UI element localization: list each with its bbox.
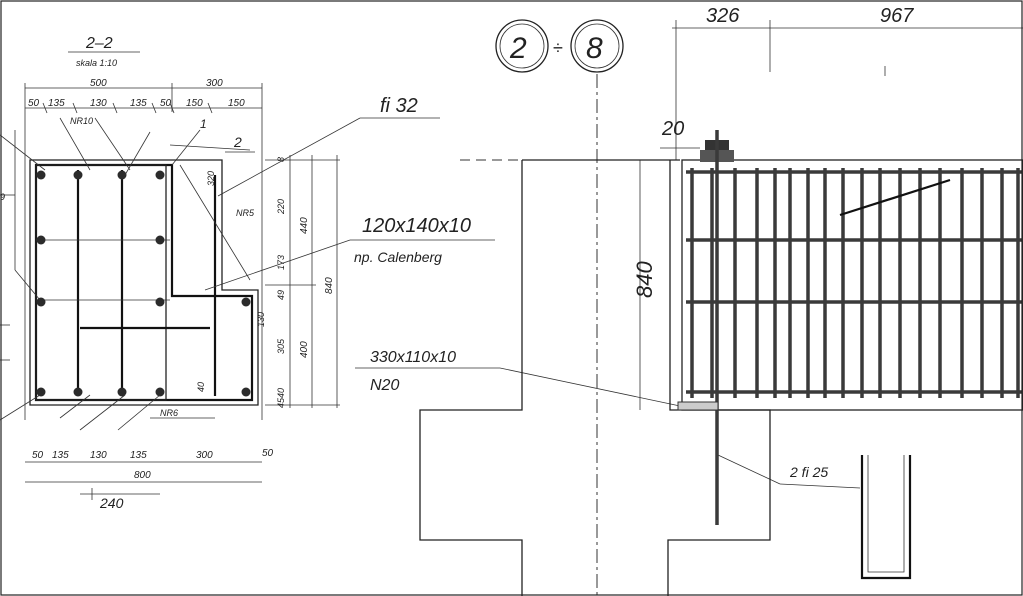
axis-separator: ÷ bbox=[553, 38, 563, 58]
leader-plate-1 bbox=[204, 239, 351, 291]
right-dim-400: 400 bbox=[299, 341, 310, 358]
top-dim-item: 135 bbox=[130, 98, 147, 109]
callout-calenberg: np. Calenberg bbox=[354, 249, 442, 265]
right-dim-840: 840 bbox=[324, 277, 335, 294]
right-dim-item: 173 bbox=[276, 255, 286, 270]
right-dims-inner: 8 220 173 49 130 305 40 45 bbox=[256, 157, 286, 408]
u-bar bbox=[860, 455, 912, 580]
bottom-dim-item: 50 bbox=[262, 448, 274, 459]
dim-20: 20 bbox=[661, 118, 684, 140]
callouts: fi 32 120x140x10 np. Calenberg 330x110x1… bbox=[204, 95, 861, 489]
bottom-dim-item: 50 bbox=[32, 450, 44, 461]
top-dim-item: 150 bbox=[228, 98, 245, 109]
label-nr10: NR10 bbox=[70, 116, 93, 126]
top-dim-item: 50 bbox=[28, 98, 40, 109]
dim-326: 326 bbox=[706, 5, 740, 27]
stirrup-inner bbox=[35, 164, 167, 401]
bottom-dim-800: 800 bbox=[134, 470, 151, 481]
label-nr6: NR6 bbox=[160, 408, 178, 418]
pier-outline-left bbox=[419, 160, 523, 596]
right-dim-item: 40 bbox=[276, 388, 286, 398]
bearing-plate bbox=[677, 401, 719, 411]
pier-outline-right bbox=[667, 160, 771, 596]
bottom-dim-item: 135 bbox=[52, 450, 69, 461]
mark-2: 2 bbox=[233, 134, 242, 150]
right-dim-item: 305 bbox=[276, 338, 286, 354]
top-dim-300: 300 bbox=[206, 78, 223, 89]
right-dim-440: 440 bbox=[299, 217, 310, 234]
right-dim-item: 8 bbox=[276, 157, 286, 162]
dim-40: 40 bbox=[196, 382, 206, 392]
beam-end bbox=[681, 159, 1023, 411]
top-dim-item: 50 bbox=[160, 98, 172, 109]
bottom-dim-240: 240 bbox=[99, 495, 124, 511]
right-dim-item: 220 bbox=[276, 199, 286, 215]
axis-bubble-2 bbox=[495, 19, 549, 73]
top-dims-row2: 50 135 130 135 50 150 150 bbox=[28, 98, 245, 109]
bottom-dims-row1: 50 135 130 135 300 50 bbox=[32, 448, 274, 461]
rebar-dots bbox=[36, 170, 251, 397]
bottom-dim-item: 135 bbox=[130, 450, 147, 461]
axis-bubble-8 bbox=[570, 19, 624, 73]
beam-outline bbox=[29, 159, 259, 406]
elevation-view: 2 ÷ 8 326 967 20 840 bbox=[419, 5, 1023, 596]
callout-plate-330x110x10: 330x110x10 bbox=[370, 349, 456, 366]
section-title: 2–2 bbox=[85, 35, 113, 52]
dim-320: 320 bbox=[206, 171, 216, 186]
mark-1: 1 bbox=[200, 117, 207, 131]
top-dim-item: 135 bbox=[48, 98, 65, 109]
section-2-2: 2–2 skala 1:10 500 300 50 135 130 135 50… bbox=[0, 35, 340, 511]
leader-2fi25 bbox=[717, 454, 781, 485]
callout-n20: N20 bbox=[370, 377, 399, 394]
callout-2fi25: 2 fi 25 bbox=[789, 464, 828, 480]
dim-840-elevation: 840 bbox=[632, 261, 657, 298]
callout-plate-120x140x10: 120x140x10 bbox=[362, 215, 471, 237]
axis-label-2: 2 bbox=[509, 32, 527, 65]
section-scale: skala 1:10 bbox=[76, 58, 117, 68]
bottom-dim-item: 130 bbox=[90, 450, 107, 461]
top-dim-500: 500 bbox=[90, 78, 107, 89]
right-dim-item: 45 bbox=[276, 397, 286, 408]
top-dim-item: 130 bbox=[90, 98, 107, 109]
rebar-cage bbox=[686, 168, 1023, 398]
leader-plate-2 bbox=[499, 367, 681, 407]
bottom-dim-item: 300 bbox=[196, 450, 213, 461]
axis-label-8: 8 bbox=[586, 32, 603, 65]
top-dim-item: 150 bbox=[186, 98, 203, 109]
right-dim-item: 130 bbox=[256, 312, 266, 327]
dim-967: 967 bbox=[880, 5, 914, 27]
stirrup-outer bbox=[34, 163, 254, 402]
label-nr5: NR5 bbox=[236, 208, 255, 218]
leader-fi32 bbox=[217, 117, 361, 197]
right-dim-item: 49 bbox=[276, 290, 286, 300]
dim-9: 9 bbox=[0, 192, 5, 202]
callout-fi32: fi 32 bbox=[380, 95, 418, 117]
